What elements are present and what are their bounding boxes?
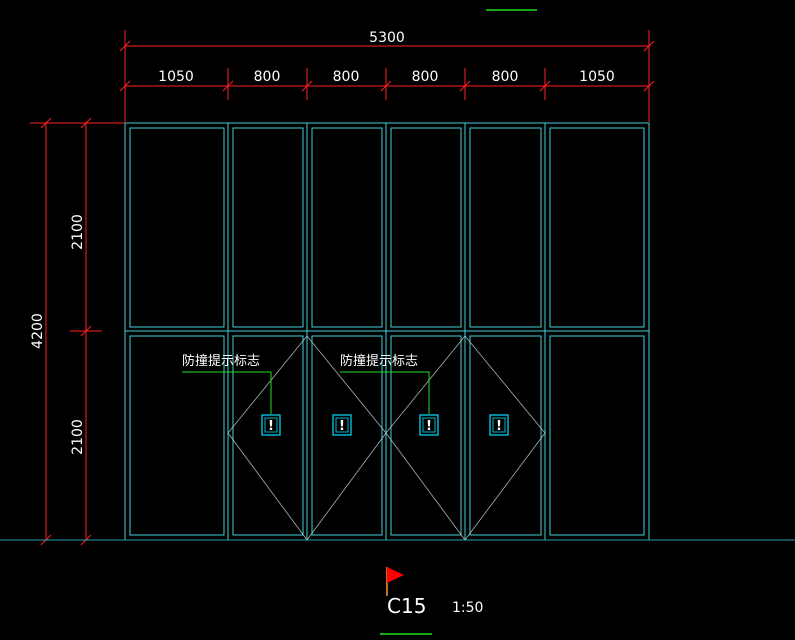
- lower-door-leaf: [232, 335, 304, 536]
- dim-tick: [380, 80, 392, 92]
- dim-tick: [643, 80, 655, 92]
- warning-sign-glyph: !: [339, 419, 345, 434]
- warning-sign-icon: !: [261, 414, 281, 436]
- lower-door-leaf: [469, 335, 542, 536]
- upper-pane: [390, 127, 462, 328]
- lower-door-leaf: [390, 335, 462, 536]
- dim-tick: [643, 40, 655, 52]
- dim-tick: [40, 117, 52, 129]
- dim-tick: [301, 80, 313, 92]
- leader-line-left: [182, 371, 272, 414]
- dim-tick: [459, 80, 471, 92]
- warning-sign-icon: !: [332, 414, 352, 436]
- upper-pane: [311, 127, 383, 328]
- overall-height-label: 4200: [30, 313, 46, 349]
- dim-tick: [80, 117, 92, 129]
- upper-pane: [469, 127, 542, 328]
- warning-sign-glyph: !: [496, 419, 502, 434]
- collision-note-left: 防撞提示标志: [182, 353, 260, 369]
- upper-pane: [129, 127, 225, 328]
- dim-tick: [539, 80, 551, 92]
- swing-line: [227, 335, 308, 541]
- panel-width-label: 800: [492, 69, 519, 85]
- annotation-leaders: [182, 371, 430, 414]
- swing-line: [385, 335, 466, 541]
- flag-icon: [386, 567, 404, 596]
- lower-pane: [549, 335, 645, 536]
- drawing-scale: 1:50: [452, 600, 483, 616]
- lower-pane: [129, 335, 225, 536]
- dim-tick: [119, 40, 131, 52]
- panel-width-label: 1050: [158, 69, 194, 85]
- dim-tick: [222, 80, 234, 92]
- dim-tick: [80, 325, 92, 337]
- swing-line: [464, 335, 546, 541]
- left-dimensions: [30, 117, 125, 546]
- upper-height-label: 2100: [70, 214, 86, 250]
- dim-tick: [119, 80, 131, 92]
- leader-line-right: [340, 371, 430, 414]
- collision-warning-signs: !!!!: [261, 414, 509, 436]
- curtain-wall-frame: [124, 122, 650, 541]
- warning-sign-icon: !: [419, 414, 439, 436]
- lower-door-leaf: [311, 335, 383, 536]
- upper-pane: [549, 127, 645, 328]
- panel-width-label: 800: [254, 69, 281, 85]
- overall-width-label: 5300: [369, 30, 405, 46]
- warning-sign-glyph: !: [268, 419, 274, 434]
- drawing-code: C15: [387, 594, 426, 618]
- top-dimensions: [119, 30, 655, 122]
- panel-width-label: 1050: [579, 69, 615, 85]
- lower-height-label: 2100: [70, 419, 86, 455]
- door-swing-lines: [227, 335, 546, 541]
- warning-sign-glyph: !: [426, 419, 432, 434]
- panel-width-label: 800: [333, 69, 360, 85]
- panel-width-label: 800: [412, 69, 439, 85]
- warning-sign-icon: !: [489, 414, 509, 436]
- upper-pane: [232, 127, 304, 328]
- collision-note-right: 防撞提示标志: [340, 353, 418, 369]
